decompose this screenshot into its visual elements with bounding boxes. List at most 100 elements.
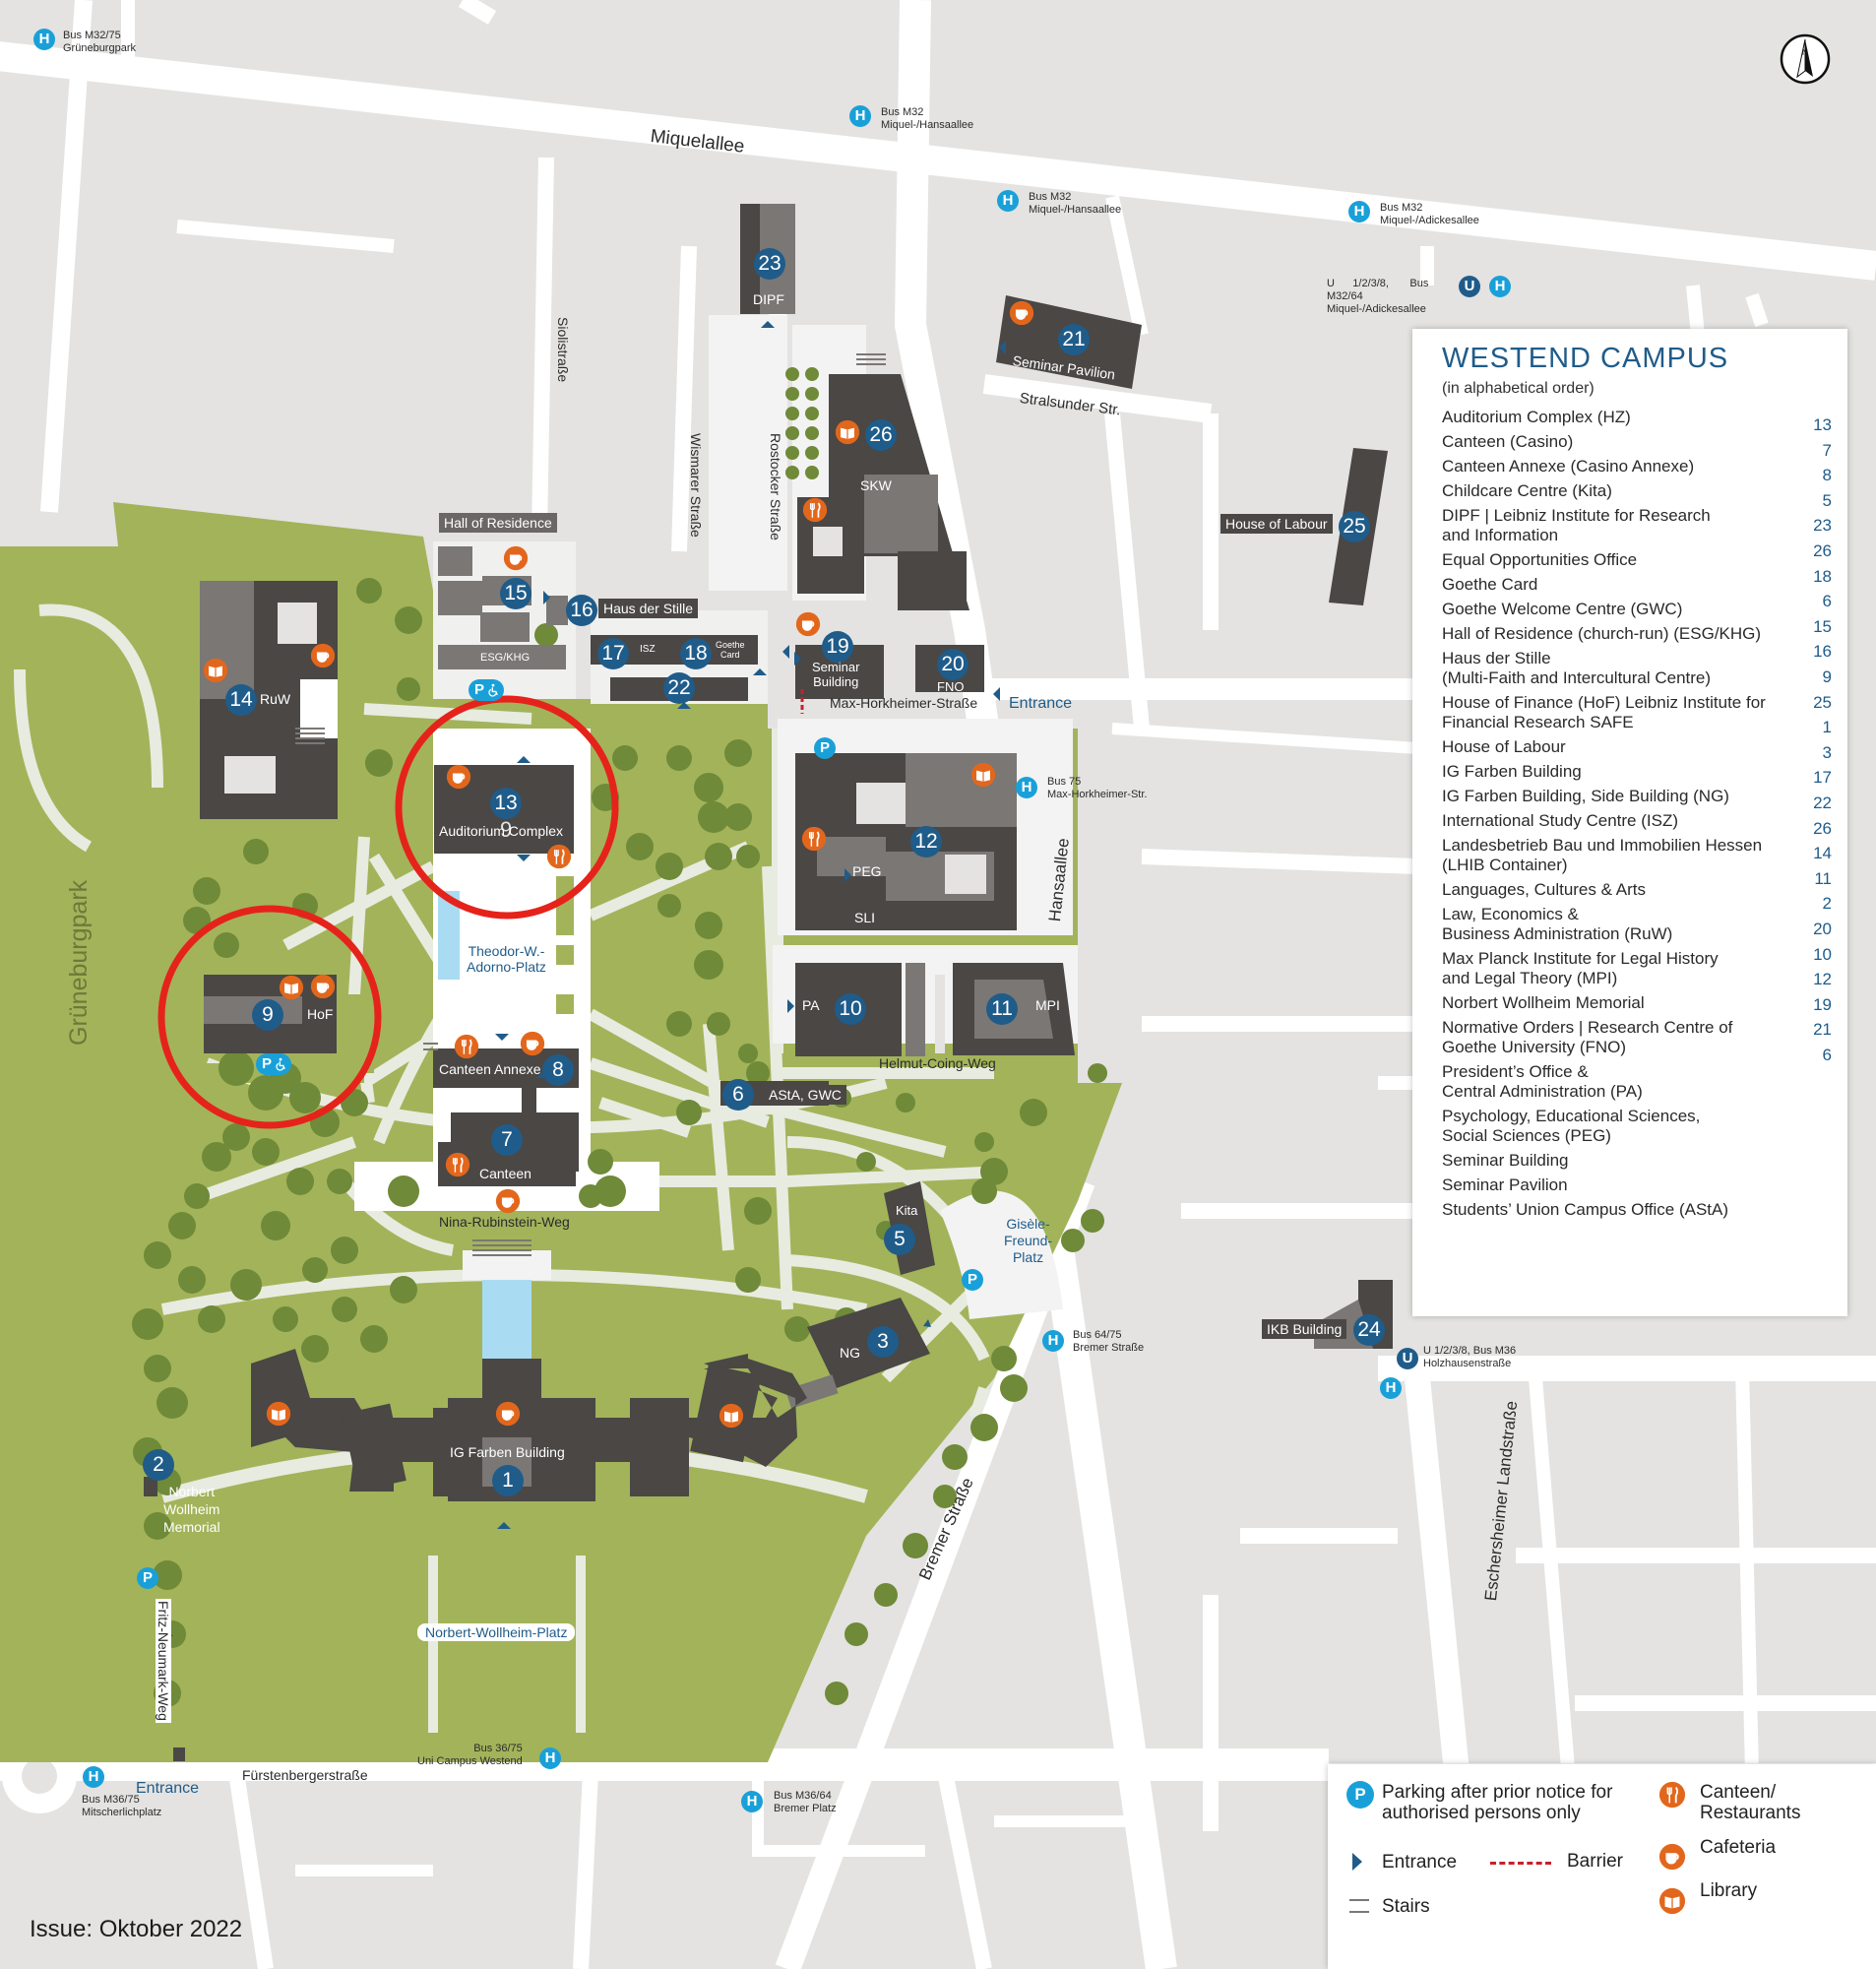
bus-stop-icon: H [741, 1791, 763, 1812]
legend-entry-number: 6 [1822, 1046, 1832, 1064]
building-number: 17 [597, 638, 629, 669]
label-esg-khg: ESG/KHG [480, 652, 531, 664]
label-house-of-labour: House of Labour [1220, 514, 1333, 534]
legend-entry: Goethe Card [1442, 575, 1538, 594]
canteen-icon [801, 826, 827, 852]
legend-entry: Equal Opportunities Office [1442, 550, 1638, 569]
library-icon [266, 1401, 291, 1427]
building-number: 11 [986, 993, 1018, 1025]
library-icon [279, 975, 304, 1000]
bus-miquel-hansa-1: Bus M32 Miquel-/Hansaallee [881, 106, 974, 131]
label-dipf: DIPF [753, 291, 784, 307]
legend-entry: Psychology, Educational Sciences, Social… [1442, 1107, 1701, 1145]
legend-entry: House of Finance (HoF) Leibniz Institute… [1442, 693, 1766, 731]
building-number-overlay: 9 [500, 817, 513, 842]
bus-grueneburgpark: Bus M32/75 Grüneburgpark [63, 30, 136, 54]
canteen-icon [454, 1034, 479, 1059]
legend-entry: Seminar Building [1442, 1151, 1569, 1170]
u-bahn-icon: U [1397, 1348, 1418, 1369]
square-adorno: Theodor-W.- Adorno-Platz [467, 943, 546, 975]
legend-entry: IG Farben Building [1442, 762, 1582, 781]
bus-stop-icon: H [997, 190, 1019, 212]
parking-icon: P [814, 737, 836, 759]
bus-stop-icon: H [849, 105, 871, 127]
cafeteria-icon [1009, 300, 1034, 326]
entrance-east-label: Entrance [1009, 695, 1073, 712]
bus-mitscherlich: Bus M36/75 Mitscherlichplatz [82, 1794, 162, 1818]
label-seminar-building: Seminar Building [812, 660, 860, 689]
building-number: 25 [1339, 511, 1370, 542]
street-nina-rubinstein: Nina-Rubinstein-Weg [439, 1214, 570, 1230]
building-number: 5 [884, 1224, 915, 1255]
bus-miquel-hansa-2: Bus M32 Miquel-/Hansaallee [1029, 191, 1122, 216]
bus-stop-icon: H [33, 29, 55, 50]
legend-entry-number: 17 [1813, 768, 1832, 788]
legend-entry: Seminar Pavilion [1442, 1175, 1568, 1194]
key-entrance: Entrance [1382, 1852, 1458, 1873]
library-icon [203, 658, 228, 683]
canteen-icon [1658, 1781, 1686, 1809]
legend-entry: Norbert Wollheim Memorial [1442, 993, 1645, 1012]
street-rostocker: Rostocker Straße [768, 433, 783, 540]
label-haus-der-stille: Haus der Stille [598, 599, 699, 618]
building-number: 19 [822, 631, 853, 663]
legend-entry-number: 26 [1813, 541, 1832, 560]
cafeteria-icon [310, 643, 336, 668]
legend-entry-number: 12 [1813, 970, 1832, 989]
bus-stop-icon: H [539, 1747, 561, 1769]
accessible-parking-icon: P [469, 679, 504, 701]
label-skw: SKW [860, 477, 892, 493]
bus-stop-icon: H [1016, 777, 1037, 798]
bus-max-horkheimer: Bus 75 Max-Horkheimer-Str. [1047, 776, 1148, 800]
legend-entry-number: 5 [1822, 490, 1832, 510]
legend-entry: Max Planck Institute for Legal History a… [1442, 949, 1719, 987]
legend-entry-number: 2 [1822, 894, 1832, 914]
legend-entry-number: 9 [1822, 667, 1832, 686]
bus-stop-icon: H [1348, 201, 1370, 222]
legend-entry: Goethe Welcome Centre (GWC) [1442, 600, 1683, 618]
legend-panel: WESTEND CAMPUS (in alphabetical order) A… [1412, 329, 1847, 1316]
bus-uni-campus: Bus 36/75 Uni Campus Westend [417, 1743, 523, 1767]
square-wollheim: Norbert-Wollheim-Platz [417, 1623, 576, 1641]
legend-entry: Languages, Cultures & Arts [1442, 880, 1646, 899]
building-number: 7 [491, 1124, 523, 1156]
entrance-south-label: Entrance [136, 1780, 200, 1797]
legend-entry-number: 21 [1813, 1020, 1832, 1040]
building-number: 9 [252, 999, 283, 1031]
legend-entry-number: 1 [1822, 718, 1832, 737]
building-number: 6 [722, 1079, 754, 1111]
key-barrier: Barrier [1567, 1851, 1624, 1872]
label-auditorium: Auditorium Complex [439, 823, 564, 839]
label-hof: HoF [307, 1006, 334, 1022]
key-canteen: Canteen/ Restaurants [1700, 1782, 1801, 1823]
u-bahn-icon: U [1459, 276, 1480, 297]
legend-entry: Canteen (Casino) [1442, 432, 1574, 451]
canteen-icon [445, 1152, 470, 1177]
legend-entry-number: 26 [1813, 818, 1832, 838]
roundabout-center [22, 1758, 57, 1794]
bus-stop-icon: H [83, 1766, 104, 1788]
label-asta: AStA, GWC [764, 1085, 846, 1105]
legend-entry: International Study Centre (ISZ) [1442, 811, 1679, 830]
highlight-circle-auditorium [395, 695, 619, 920]
street-helmut-coing: Helmut-Coing-Weg [879, 1055, 996, 1071]
key-parking-note: Parking after prior notice for authorise… [1382, 1782, 1613, 1823]
street-wismarer: Wismarer Straße [688, 433, 704, 538]
highlight-circle-hof [157, 905, 382, 1129]
key-stairs: Stairs [1382, 1896, 1430, 1917]
building-number: 14 [225, 684, 257, 716]
label-wollheim-memorial: Norbert Wollheim Memorial [163, 1484, 220, 1535]
canteen-icon [802, 497, 828, 523]
label-canteen: Canteen [479, 1166, 532, 1181]
stairs-icon [1349, 1899, 1369, 1913]
legend-entry-number: 15 [1813, 616, 1832, 636]
street-grueneburgpark: Grüneburgpark [65, 879, 93, 1046]
legend-entry-number: 18 [1813, 566, 1832, 586]
legend-entry: Landesbetrieb Bau und Immobilien Hessen … [1442, 836, 1763, 874]
label-mpi: MPI [1035, 997, 1060, 1013]
legend-entry-number: 10 [1813, 944, 1832, 964]
legend-entry: Law, Economics & Business Administration… [1442, 905, 1673, 943]
parking-icon: P [137, 1567, 158, 1589]
street-fuerstenberger: Fürstenbergerstraße [242, 1767, 368, 1783]
key-library: Library [1700, 1880, 1758, 1901]
